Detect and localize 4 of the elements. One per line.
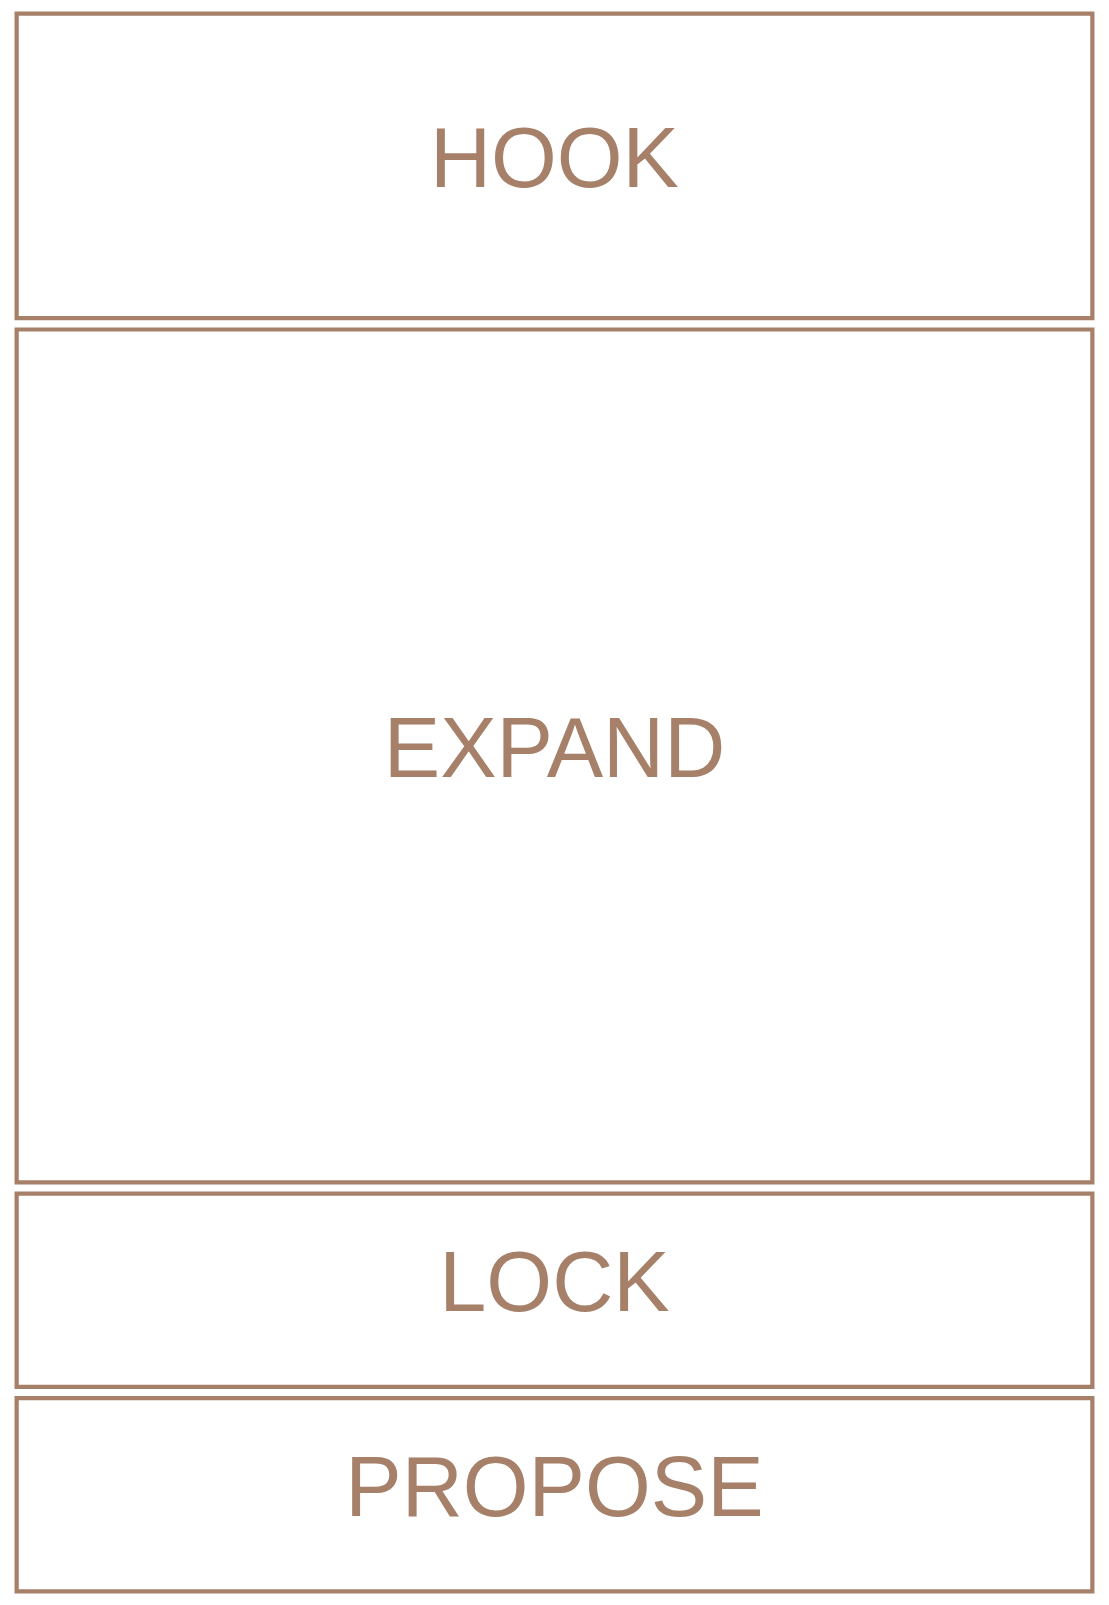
node-box: LOCK [14,1191,1095,1389]
node-box: EXPAND [14,327,1095,1185]
node-box: HOOK [14,11,1095,321]
node-box: PROPOSE [14,1396,1095,1594]
